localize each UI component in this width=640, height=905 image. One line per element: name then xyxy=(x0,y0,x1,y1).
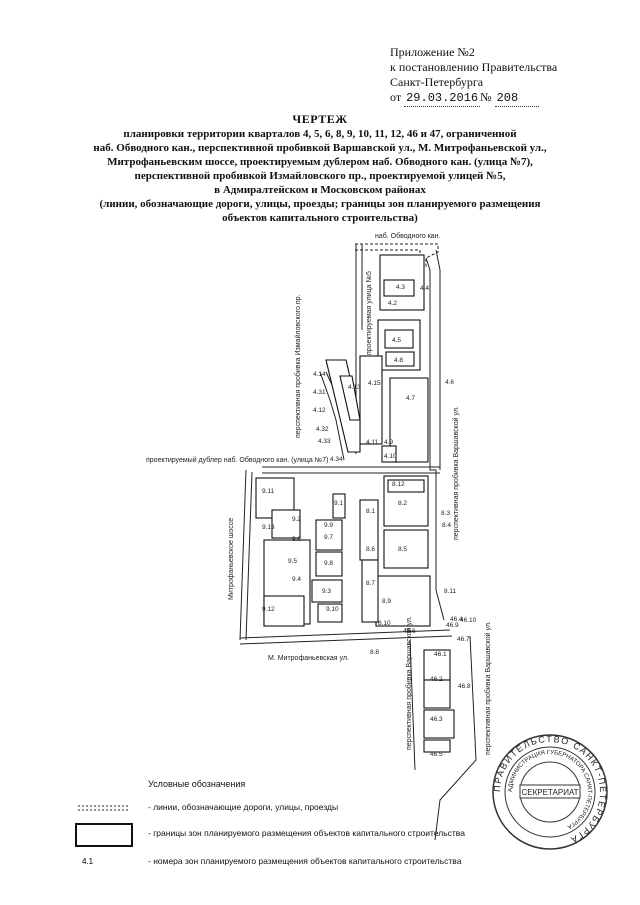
decree-number: 208 xyxy=(494,90,539,107)
zone-label: 46.2 xyxy=(430,676,443,683)
zone-label: 9.7 xyxy=(324,534,333,541)
zone-label: 9.12 xyxy=(262,606,275,613)
legend-zone-box xyxy=(75,823,133,847)
zone-label: 46.1 xyxy=(434,651,447,658)
street-label-varshavskaya: перспективная пробивка Варшавской ул. xyxy=(452,406,460,540)
street-label-varshavskaya-lower-right: перспективная пробивка Варшавской ул. xyxy=(484,621,492,755)
zone-label: 46.8 xyxy=(458,683,471,690)
zone-label: 46.7 xyxy=(457,636,470,643)
zone-label: 4.3 xyxy=(396,284,405,291)
official-seal: ПРАВИТЕЛЬСТВО САНКТ-ПЕТЕРБУРГА АДМИНИСТР… xyxy=(492,734,608,850)
zone-label: 8.9 xyxy=(382,598,391,605)
zone-label: 46.5 xyxy=(430,751,443,758)
appendix-number: Приложение №2 xyxy=(390,45,475,59)
zone-label: 8.5 xyxy=(398,546,407,553)
zone-label: 8.11 xyxy=(444,588,457,595)
zone-label: 9.13 xyxy=(262,524,275,531)
number-prefix: № xyxy=(480,90,492,104)
subtitle-line: Митрофаньевским шоссе, проектируемым дуб… xyxy=(107,156,533,168)
zone-label: 9.9 xyxy=(324,522,333,529)
date-prefix: от xyxy=(390,90,402,104)
zone-label: 9.2 xyxy=(292,516,301,523)
subtitle-line: планировки территории кварталов 4, 5, 6,… xyxy=(123,128,517,140)
zone-label: 4.8 xyxy=(394,357,403,364)
street-label-varshavskaya-lower-left: перспективная пробивка Варшавской ул. xyxy=(405,616,413,750)
subtitle-line: в Адмиралтейском и Московском районах xyxy=(214,184,426,196)
legend-symbols: 4.1 xyxy=(75,805,133,866)
zone-label: 8.3 xyxy=(441,510,450,517)
zone-label: 8.2 xyxy=(398,500,407,507)
decree-date: 29.03.2016 xyxy=(404,91,481,107)
zone-label: 9.11 xyxy=(262,488,275,495)
legend-title: Условные обозначения xyxy=(148,779,246,789)
zone-label: 4.11 xyxy=(366,439,379,446)
zone-label: 9.5 xyxy=(288,558,297,565)
legend-item-roads: - линии, обозначающие дороги, улицы, про… xyxy=(148,802,339,812)
subtitle-line: перспективной пробивкой Измайловского пр… xyxy=(134,170,506,182)
zone-label: 46.3 xyxy=(430,716,443,723)
zone-label: 8.8 xyxy=(370,649,379,656)
legend-item-zones: - границы зон планируемого размещения об… xyxy=(148,828,465,838)
zone-label: 4.34 xyxy=(330,456,343,463)
appendix-city: Санкт-Петербурга xyxy=(390,75,484,89)
zone-label: 4.33 xyxy=(318,438,331,445)
zone-label: 4.5 xyxy=(392,337,401,344)
zone-label: 46.4 xyxy=(450,616,463,623)
zone-label: 9.4 xyxy=(292,576,301,583)
seal-center-text: СЕКРЕТАРИАТ xyxy=(521,788,578,797)
zone-label: 4.6 xyxy=(445,379,454,386)
zone-label: 8.6 xyxy=(366,546,375,553)
zone-label: 4.7 xyxy=(406,395,415,402)
zone-label: 4.10 xyxy=(384,453,397,460)
street-label-street5: проектируемая улица №5 xyxy=(366,271,373,355)
zone-label: 8.4 xyxy=(442,522,451,529)
zone-label: 4.32 xyxy=(316,426,329,433)
street-label-izmailovsky: перспективная пробивка Измайловского пр. xyxy=(294,294,302,438)
zone-label: 8.10 xyxy=(378,620,391,627)
zone-label: 46.6 xyxy=(403,628,416,635)
zone-label: 4.15 xyxy=(368,380,381,387)
street-label-m-mitrofanievskaya: М. Митрофаньевская ул. xyxy=(268,655,349,662)
zone-label: 9.10 xyxy=(326,606,339,613)
zone-label: 9.3 xyxy=(322,588,331,595)
legend-item-zone-numbers: - номера зон планируемого размещения объ… xyxy=(148,856,462,866)
zone-label: 4.14 xyxy=(313,371,326,378)
zone-label: 9.8 xyxy=(324,560,333,567)
zone-label: 4.9 xyxy=(384,439,393,446)
subtitle-line: наб. Обводного кан., перспективной проби… xyxy=(93,142,547,154)
street-label-obvodny: наб. Обводного кан. xyxy=(375,232,441,240)
zone-label: 9.1 xyxy=(334,500,343,507)
zone-label: 8.7 xyxy=(366,580,375,587)
zone-label: 8.1 xyxy=(366,508,375,515)
zone-label: 46.10 xyxy=(460,617,477,624)
street-label-dubler: проектируемый дублер наб. Обводного кан.… xyxy=(146,456,328,464)
zone-label: 8.12 xyxy=(392,481,405,488)
zone-label: 4.12 xyxy=(313,407,326,414)
street-label-mitrofanievskoe: Митрофаньевское шоссе xyxy=(228,518,235,600)
zone-label: 9.6 xyxy=(292,536,301,543)
zone-label: 4.13 xyxy=(348,384,361,391)
subtitle-line: объектов капитального строительства) xyxy=(222,212,418,224)
zone-label: 4.4 xyxy=(420,285,429,292)
zone-label: 46.9 xyxy=(446,622,459,629)
appendix-decree: к постановлению Правительства xyxy=(390,60,558,74)
drawing-title: ЧЕРТЕЖ xyxy=(292,112,348,126)
legend-zone-number: 4.1 xyxy=(82,857,94,866)
zone-label: 4.2 xyxy=(388,300,397,307)
zone-label: 4.31 xyxy=(313,389,326,396)
subtitle-line: (линии, обозначающие дороги, улицы, прое… xyxy=(99,198,541,210)
